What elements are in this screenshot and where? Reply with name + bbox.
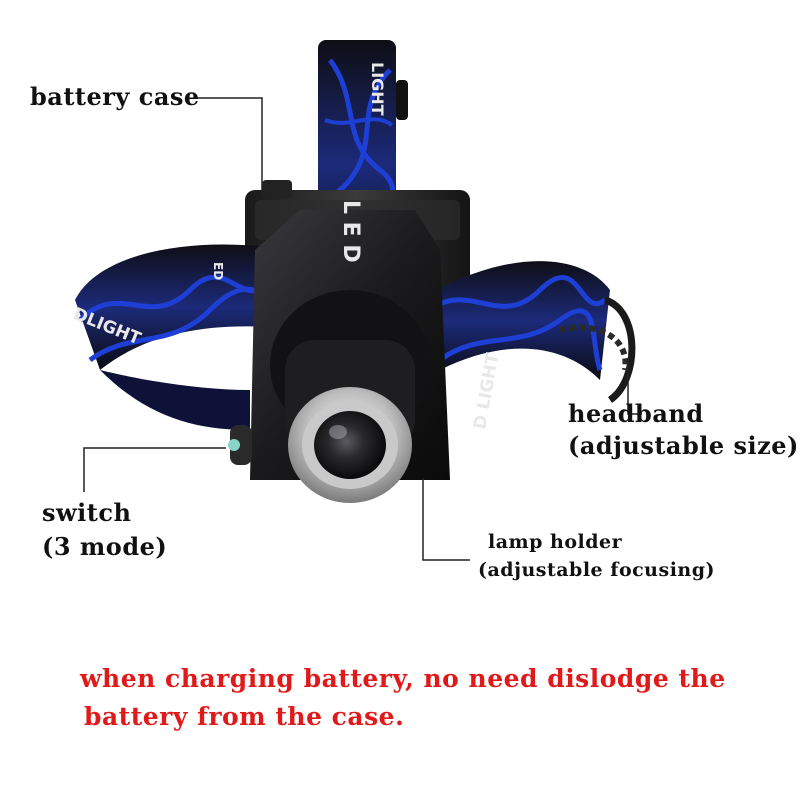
- callout-headband: headband (adjustable size): [568, 398, 799, 462]
- strap-text-top: LIGHT: [368, 62, 387, 116]
- callout-battery-case: battery case: [30, 82, 200, 111]
- callout-lamp-title: lamp holder: [488, 531, 623, 553]
- switch-button: [228, 425, 252, 465]
- leader-lamp: [422, 478, 470, 561]
- strap-text-front: L E D: [338, 200, 363, 263]
- callout-headband-title: headband: [568, 399, 704, 428]
- callout-switch: switch (3 mode): [42, 496, 167, 564]
- charging-note-line2: battery from the case.: [84, 702, 405, 731]
- leader-lines: [83, 97, 642, 561]
- strap-text-side: ED: [211, 262, 225, 280]
- charging-note: when charging battery, no need dislodge …: [80, 660, 760, 736]
- leader-battery: [198, 97, 263, 190]
- callout-lamp-holder: lamp holder (adjustable focusing): [478, 528, 715, 584]
- lamp-holder: [270, 290, 430, 503]
- callout-switch-title: switch: [42, 498, 132, 527]
- callout-switch-detail: (3 mode): [42, 532, 168, 561]
- callout-headband-detail: (adjustable size): [568, 431, 799, 460]
- charging-note-line1: when charging battery, no need dislodge …: [80, 664, 726, 693]
- leader-headband: [627, 358, 642, 415]
- leader-switch: [83, 447, 226, 492]
- strap-text-right: D LIGHT: [470, 351, 503, 431]
- headband: [75, 244, 636, 430]
- callout-lamp-detail: (adjustable focusing): [478, 559, 715, 581]
